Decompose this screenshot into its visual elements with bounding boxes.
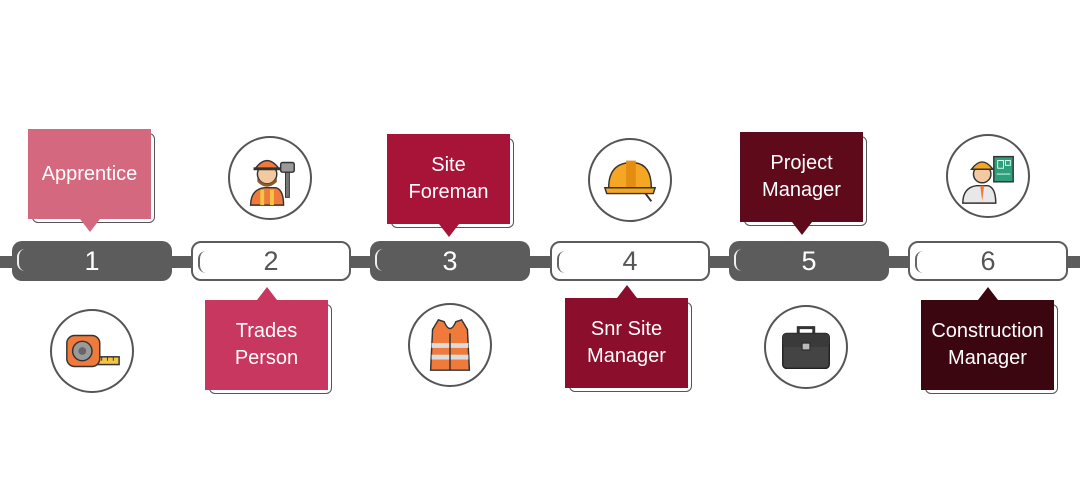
step-4-number: 4 <box>622 245 638 276</box>
engineer-with-blueprint-icon <box>946 134 1030 218</box>
step-5-title-line1: Project <box>770 152 833 174</box>
step-1-number: 1 <box>84 245 100 276</box>
step-3-number: 3 <box>442 245 458 276</box>
step-2-number: 2 <box>263 245 279 276</box>
step-6-number: 6 <box>980 245 996 276</box>
hard-hat-icon <box>588 138 672 222</box>
step-3-title-line2: Foreman <box>408 181 489 203</box>
safety-vest-icon <box>408 303 492 387</box>
step-5-title-line2: Manager <box>762 179 841 201</box>
step-5-number: 5 <box>801 245 817 276</box>
step-1-box: 1 <box>12 241 172 281</box>
step-1-title: Apprentice <box>41 162 138 185</box>
step-6-box: 6 <box>908 241 1068 281</box>
step-5-box: 5 <box>729 241 889 281</box>
step-6-title-line1: Construction <box>931 320 1044 342</box>
briefcase-icon <box>764 305 848 389</box>
step-2-box: 2 <box>191 241 351 281</box>
step-4-box: 4 <box>550 241 710 281</box>
tape-measure-icon <box>50 309 134 393</box>
step-6-title-line2: Manager <box>948 347 1027 369</box>
step-2-title-line2: Person <box>234 347 299 369</box>
worker-with-hammer-icon <box>228 136 312 220</box>
step-3-box: 3 <box>370 241 530 281</box>
step-2-title-line1: Trades <box>235 320 298 342</box>
step-3-title-line1: Site <box>431 154 466 176</box>
step-4-title-line2: Manager <box>587 345 666 367</box>
step-1-callout: Apprentice <box>28 129 155 232</box>
step-4-title-line1: Snr Site <box>590 318 663 340</box>
